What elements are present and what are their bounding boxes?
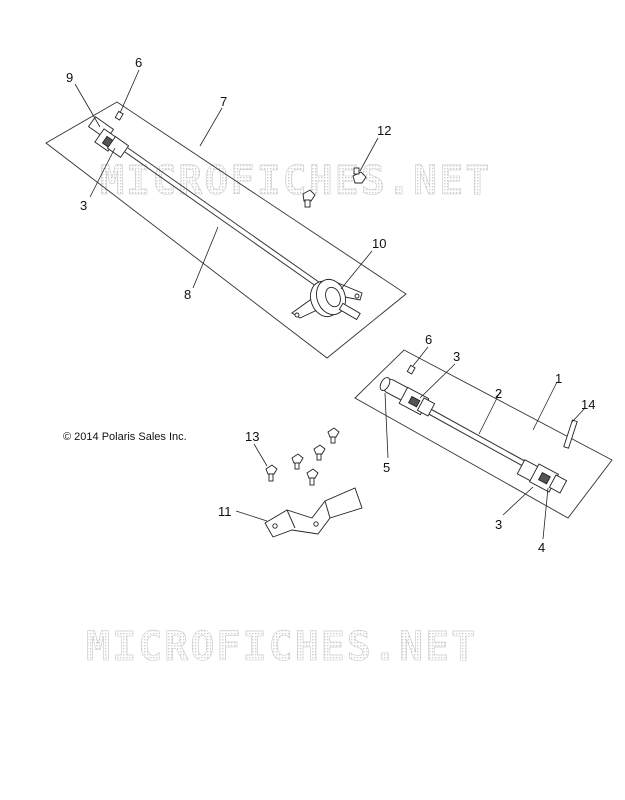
callout-6-lower: 6 bbox=[425, 332, 432, 347]
callout-5: 5 bbox=[383, 460, 390, 475]
bolt-13c bbox=[313, 444, 326, 461]
bolt-13b bbox=[291, 453, 304, 470]
watermark-bottom: MICROFICHES.NET bbox=[86, 624, 477, 670]
callout-12: 12 bbox=[377, 123, 391, 138]
bolt-12b bbox=[302, 189, 316, 208]
leader-lines bbox=[74, 69, 586, 540]
bolt-13e bbox=[306, 468, 319, 486]
u-joint-front-right bbox=[516, 459, 568, 494]
set-screw-upper bbox=[114, 110, 124, 121]
callout-10: 10 bbox=[372, 236, 386, 251]
u-joint-upper-left bbox=[87, 116, 130, 158]
mounting-bracket bbox=[264, 487, 363, 538]
callout-3-lower-top: 3 bbox=[453, 349, 460, 364]
callout-13: 13 bbox=[245, 429, 259, 444]
rear-prop-shaft bbox=[87, 116, 363, 321]
set-screw-lower bbox=[406, 364, 416, 375]
bolt-group-13 bbox=[265, 427, 340, 486]
bolt-12 bbox=[352, 167, 367, 184]
watermark-top: MICROFICHES.NET bbox=[100, 158, 491, 204]
copyright-notice: © 2014 Polaris Sales Inc. bbox=[63, 431, 187, 443]
callout-14: 14 bbox=[581, 397, 595, 412]
bolt-13a bbox=[265, 464, 278, 482]
callout-3-upper: 3 bbox=[80, 198, 87, 213]
callout-8: 8 bbox=[184, 287, 191, 302]
callout-3-lower-bottom: 3 bbox=[495, 517, 502, 532]
roll-pin bbox=[563, 419, 578, 449]
carrier-bearing bbox=[291, 278, 363, 321]
callout-2: 2 bbox=[495, 386, 502, 401]
u-joint-front-left bbox=[398, 386, 436, 417]
front-shaft-assembly-frame bbox=[354, 349, 613, 519]
callout-11: 11 bbox=[218, 504, 232, 519]
callout-4: 4 bbox=[538, 540, 545, 555]
front-prop-shaft bbox=[379, 377, 568, 494]
callout-6-upper: 6 bbox=[135, 55, 142, 70]
callout-9: 9 bbox=[66, 70, 73, 85]
callout-1: 1 bbox=[555, 371, 562, 386]
bolt-13d bbox=[327, 427, 340, 444]
callout-7: 7 bbox=[220, 94, 227, 109]
